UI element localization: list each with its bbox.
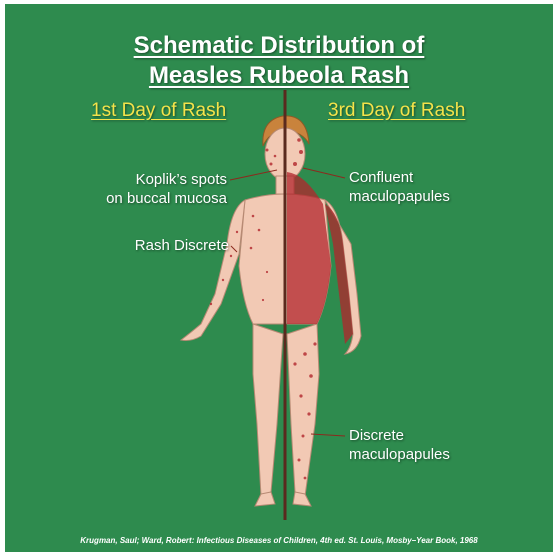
left-foot xyxy=(255,492,275,506)
confluent-line-2: maculopapules xyxy=(349,187,450,206)
left-arm xyxy=(181,200,245,341)
day-3-label: 3rd Day of Rash xyxy=(328,100,465,122)
discrete-line-2: maculopapules xyxy=(349,445,450,464)
left-leg xyxy=(253,324,283,496)
discrete-line-1: Discrete xyxy=(349,426,450,445)
title-line-1: Schematic Distribution of xyxy=(5,32,553,60)
day-1-label: 1st Day of Rash xyxy=(91,100,226,122)
citation: Krugman, Saul; Ward, Robert: Infectious … xyxy=(5,536,553,545)
koplik-spots-label: Koplik’s spots on buccal mucosa xyxy=(106,170,227,208)
diagram-panel: Schematic Distribution of Measles Rubeol… xyxy=(5,4,553,552)
rash-discrete-label: Rash Discrete xyxy=(135,236,229,255)
koplik-line-2: on buccal mucosa xyxy=(106,189,227,208)
right-leg xyxy=(287,324,319,496)
discrete-maculopapules-label: Discrete maculopapules xyxy=(349,426,450,464)
right-foot xyxy=(293,492,311,506)
koplik-line-1: Koplik’s spots xyxy=(106,170,227,189)
confluent-line-1: Confluent xyxy=(349,168,450,187)
confluent-label: Confluent maculopapules xyxy=(349,168,450,206)
title-line-2: Measles Rubeola Rash xyxy=(5,62,553,90)
